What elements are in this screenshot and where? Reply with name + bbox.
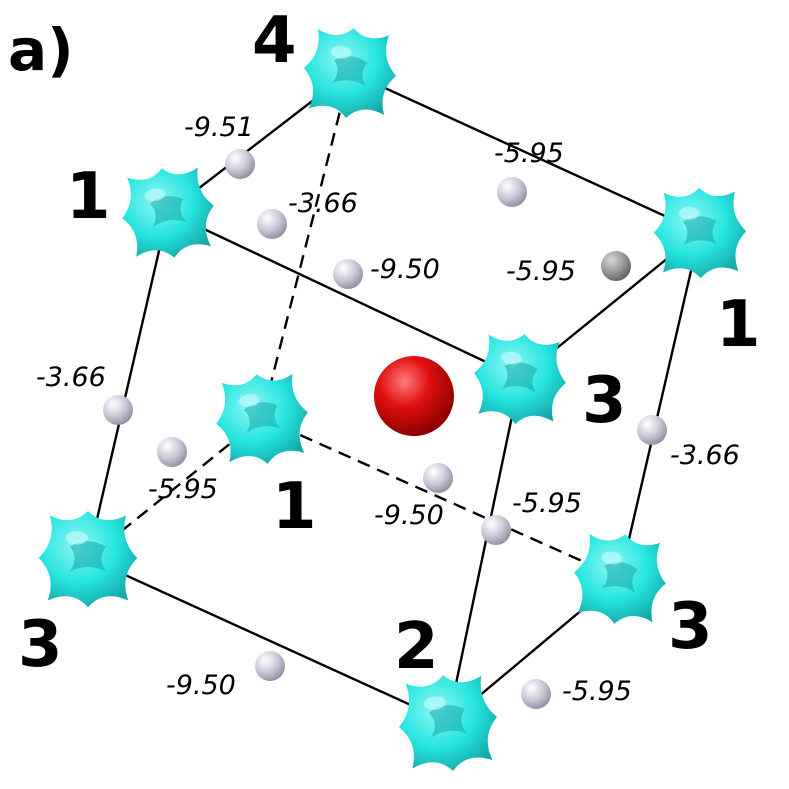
- cluster-site: [653, 187, 747, 279]
- cluster-site: [568, 528, 672, 630]
- site-label: 3: [18, 608, 63, 682]
- bond-value-labels: -9.51 -3.66 -5.95 -9.50 -5.95 -3.66 -3.6…: [36, 112, 740, 707]
- bond-midpoint-node: [497, 177, 527, 207]
- solid-bond-line: [86, 211, 170, 559]
- cluster-site: [116, 161, 221, 265]
- bond-value-label: -3.66: [670, 440, 740, 471]
- bond-midpoint-node: [225, 149, 255, 179]
- bond-value-label: -5.95: [148, 474, 218, 505]
- bond-midpoint-node: [103, 395, 133, 425]
- solid-bond-line: [167, 210, 521, 380]
- bond-midpoint-node: [481, 515, 511, 545]
- cluster-site: [299, 24, 400, 123]
- site-label: 1: [272, 470, 317, 544]
- solid-bond-line: [349, 70, 701, 234]
- bond-midpoint-node: [333, 259, 363, 289]
- center-atom-layer: [374, 356, 454, 436]
- site-label: 2: [394, 610, 439, 684]
- dashed-bond-line: [87, 417, 263, 559]
- site-label: 1: [716, 288, 761, 362]
- bond-midpoint-nodes: [103, 149, 667, 709]
- bond-value-label: -5.95: [506, 256, 576, 287]
- center-atom: [374, 356, 454, 436]
- bond-value-label: -3.66: [36, 362, 106, 393]
- cluster-site: [210, 368, 314, 470]
- dashed-bond-line: [260, 71, 352, 419]
- bond-midpoint-node: [423, 463, 453, 493]
- site-labels: 4 1 1 3 1 3 3 2: [18, 4, 761, 684]
- solid-bond-line: [618, 231, 702, 579]
- bond-value-label: -9.50: [374, 500, 444, 531]
- bond-midpoint-node: [157, 437, 187, 467]
- solid-bond-line: [87, 556, 449, 724]
- bond-value-label: -5.95: [562, 676, 632, 707]
- site-label: 1: [66, 160, 111, 234]
- bond-value-label: -9.51: [184, 112, 254, 143]
- dashed-bond-line: [261, 416, 621, 580]
- bond-midpoint-node: [637, 415, 667, 445]
- bond-midpoint-node: [257, 209, 287, 239]
- solid-bond-line: [446, 377, 522, 723]
- cluster-site: [394, 670, 503, 777]
- cluster-site: [38, 510, 138, 608]
- bond-value-label: -5.95: [494, 138, 564, 169]
- bond-midpoint-node: [601, 251, 631, 281]
- site-label: 4: [252, 4, 297, 78]
- bond-value-label: -5.95: [512, 488, 582, 519]
- bond-value-label: -9.50: [166, 670, 236, 701]
- bond-midpoint-node: [521, 679, 551, 709]
- panel-label: a): [8, 16, 74, 84]
- bond-value-label: -3.66: [288, 188, 358, 219]
- site-label: 3: [668, 590, 713, 664]
- site-label: 3: [582, 364, 627, 438]
- cluster-site: [469, 329, 571, 429]
- bond-midpoint-node: [255, 651, 285, 681]
- bond-value-label: -9.50: [370, 254, 440, 285]
